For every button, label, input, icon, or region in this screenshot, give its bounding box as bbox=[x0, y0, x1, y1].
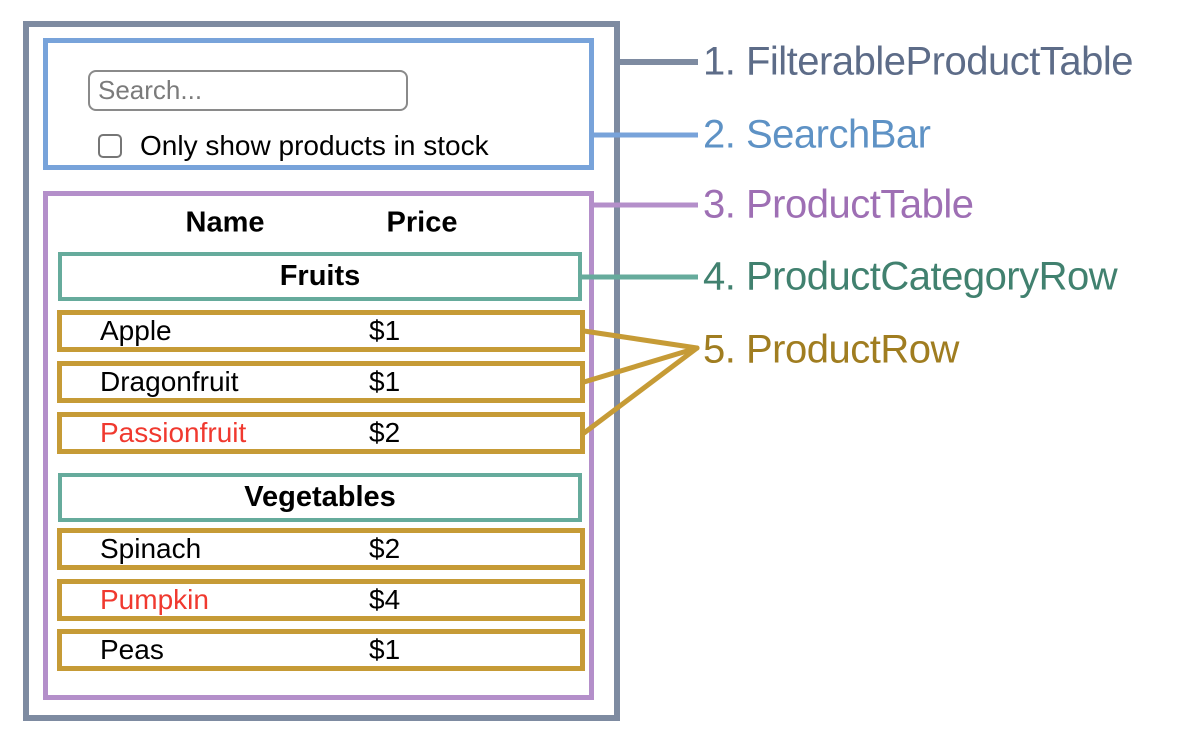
product-row-passionfruit: Passionfruit $2 bbox=[57, 412, 585, 454]
category-row-vegetables: Vegetables bbox=[58, 473, 582, 522]
product-row-dragonfruit: Dragonfruit $1 bbox=[57, 361, 585, 403]
product-name: Pumpkin bbox=[100, 584, 209, 615]
product-name: Passionfruit bbox=[100, 417, 247, 448]
legend-item-product-row: 5. ProductRow bbox=[703, 327, 959, 372]
product-price: $1 bbox=[369, 366, 401, 397]
in-stock-checkbox[interactable] bbox=[98, 134, 122, 158]
legend-item-filterable-product-table: 1. FilterableProductTable bbox=[703, 39, 1133, 84]
product-price: $4 bbox=[369, 584, 401, 615]
product-name: Apple bbox=[100, 315, 172, 346]
product-row-apple: Apple $1 bbox=[57, 310, 585, 352]
product-row-pumpkin: Pumpkin $4 bbox=[57, 579, 585, 621]
search-input[interactable] bbox=[88, 70, 408, 111]
product-name: Dragonfruit bbox=[100, 366, 239, 397]
column-header-price: Price bbox=[386, 206, 458, 239]
legend-item-product-table: 3. ProductTable bbox=[703, 182, 974, 227]
category-label: Fruits bbox=[279, 260, 361, 292]
legend-item-product-category-row: 4. ProductCategoryRow bbox=[703, 254, 1118, 299]
product-name: Spinach bbox=[100, 533, 202, 564]
category-label: Vegetables bbox=[244, 481, 396, 513]
product-price: $1 bbox=[369, 634, 401, 665]
product-price: $2 bbox=[369, 533, 401, 564]
product-row-peas: Peas $1 bbox=[57, 629, 585, 671]
column-header-name: Name bbox=[185, 206, 265, 239]
product-price: $1 bbox=[369, 315, 401, 346]
stock-filter-row: Only show products in stock bbox=[98, 130, 489, 161]
product-row-spinach: Spinach $2 bbox=[57, 528, 585, 570]
product-name: Peas bbox=[100, 634, 164, 665]
in-stock-checkbox-label: Only show products in stock bbox=[140, 130, 489, 161]
product-price: $2 bbox=[369, 417, 401, 448]
legend-item-search-bar: 2. SearchBar bbox=[703, 112, 931, 157]
category-row-fruits: Fruits bbox=[58, 252, 582, 301]
